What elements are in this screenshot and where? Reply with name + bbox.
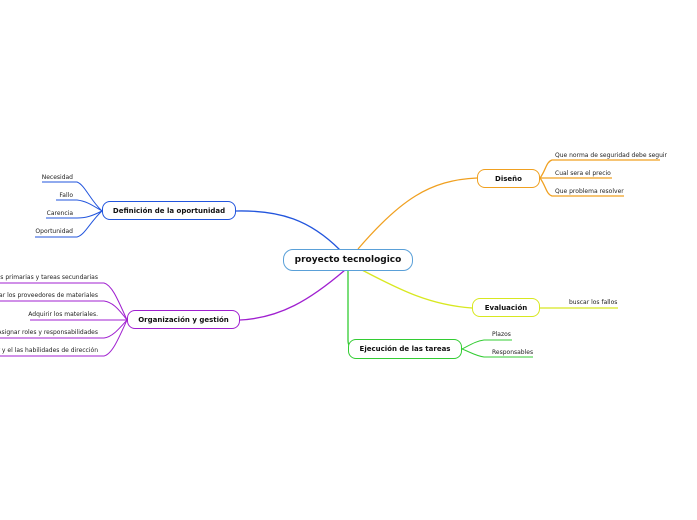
- leaf-org-materiales[interactable]: Adquirir los materiales.: [28, 311, 98, 318]
- topic-diseno[interactable]: Diseño: [477, 169, 540, 188]
- leaf-carencia[interactable]: Carencia: [46, 210, 73, 217]
- leaf-precio[interactable]: Cual sera el precio: [555, 170, 611, 177]
- leaf-plazos[interactable]: Plazos: [492, 331, 511, 338]
- connector-diseno: [357, 177, 478, 250]
- topic-definicion-label: Definición de la oportunidad: [112, 206, 226, 215]
- central-topic[interactable]: proyecto tecnologico: [283, 249, 413, 271]
- connector-definicion: [235, 210, 341, 251]
- connector-leaf-org-2: [0, 300, 128, 321]
- leaf-org-roles[interactable]: Asignar roles y responsabilidades: [0, 329, 98, 336]
- connector-leaf-org-5: [0, 319, 128, 357]
- leaf-norma[interactable]: Que norma de seguridad debe seguir: [555, 152, 668, 159]
- topic-ejecucion-label: Ejecución de las tareas: [359, 345, 451, 353]
- topic-organizacion-label: Organización y gestión: [138, 315, 229, 324]
- connector-ejecucion: [347, 271, 356, 350]
- connector-leaf-necesidad: [42, 181, 103, 212]
- topic-organizacion[interactable]: Organización y gestión: [127, 310, 240, 329]
- topic-definicion[interactable]: Definición de la oportunidad: [102, 201, 236, 220]
- topic-evaluacion[interactable]: Evaluación: [472, 298, 540, 317]
- leaf-problema[interactable]: Que problema resolver: [555, 188, 624, 195]
- connector-leaf-org-4: [0, 319, 128, 339]
- connector-leaf-plazos: [461, 339, 512, 350]
- leaf-fallo[interactable]: Fallo: [59, 192, 73, 199]
- connector-leaf-norma: [539, 159, 660, 179]
- leaf-org-tareas[interactable]: reas primarias y tareas secundarias: [0, 274, 98, 281]
- topic-diseno-label: Diseño: [495, 174, 522, 183]
- connector-leaf-problema: [539, 177, 624, 197]
- connector-leaf-org-1: [0, 282, 128, 321]
- connector-leaf-responsables: [461, 348, 533, 358]
- central-topic-label: proyecto tecnologico: [294, 255, 402, 265]
- leaf-oportunidad[interactable]: Oportunidad: [35, 228, 73, 235]
- topic-evaluacion-label: Evaluación: [484, 303, 528, 312]
- connector-leaf-fallo: [56, 199, 103, 212]
- leaf-org-direccion[interactable]: der y el las habilidades de dirección: [0, 347, 98, 354]
- leaf-responsables[interactable]: Responsables: [492, 349, 534, 356]
- connector-organizacion: [239, 269, 346, 321]
- connector-evaluacion: [361, 269, 473, 309]
- connector-leaf-oportunidad: [35, 210, 103, 238]
- connector-leaf-carencia: [46, 210, 103, 219]
- leaf-necesidad[interactable]: Necesidad: [41, 174, 73, 181]
- topic-ejecucion[interactable]: Ejecución de las tareas: [348, 339, 462, 359]
- leaf-fallos[interactable]: buscar los fallos: [569, 299, 618, 306]
- leaf-org-proveedores[interactable]: aluar los proveedores de materiales: [0, 292, 98, 299]
